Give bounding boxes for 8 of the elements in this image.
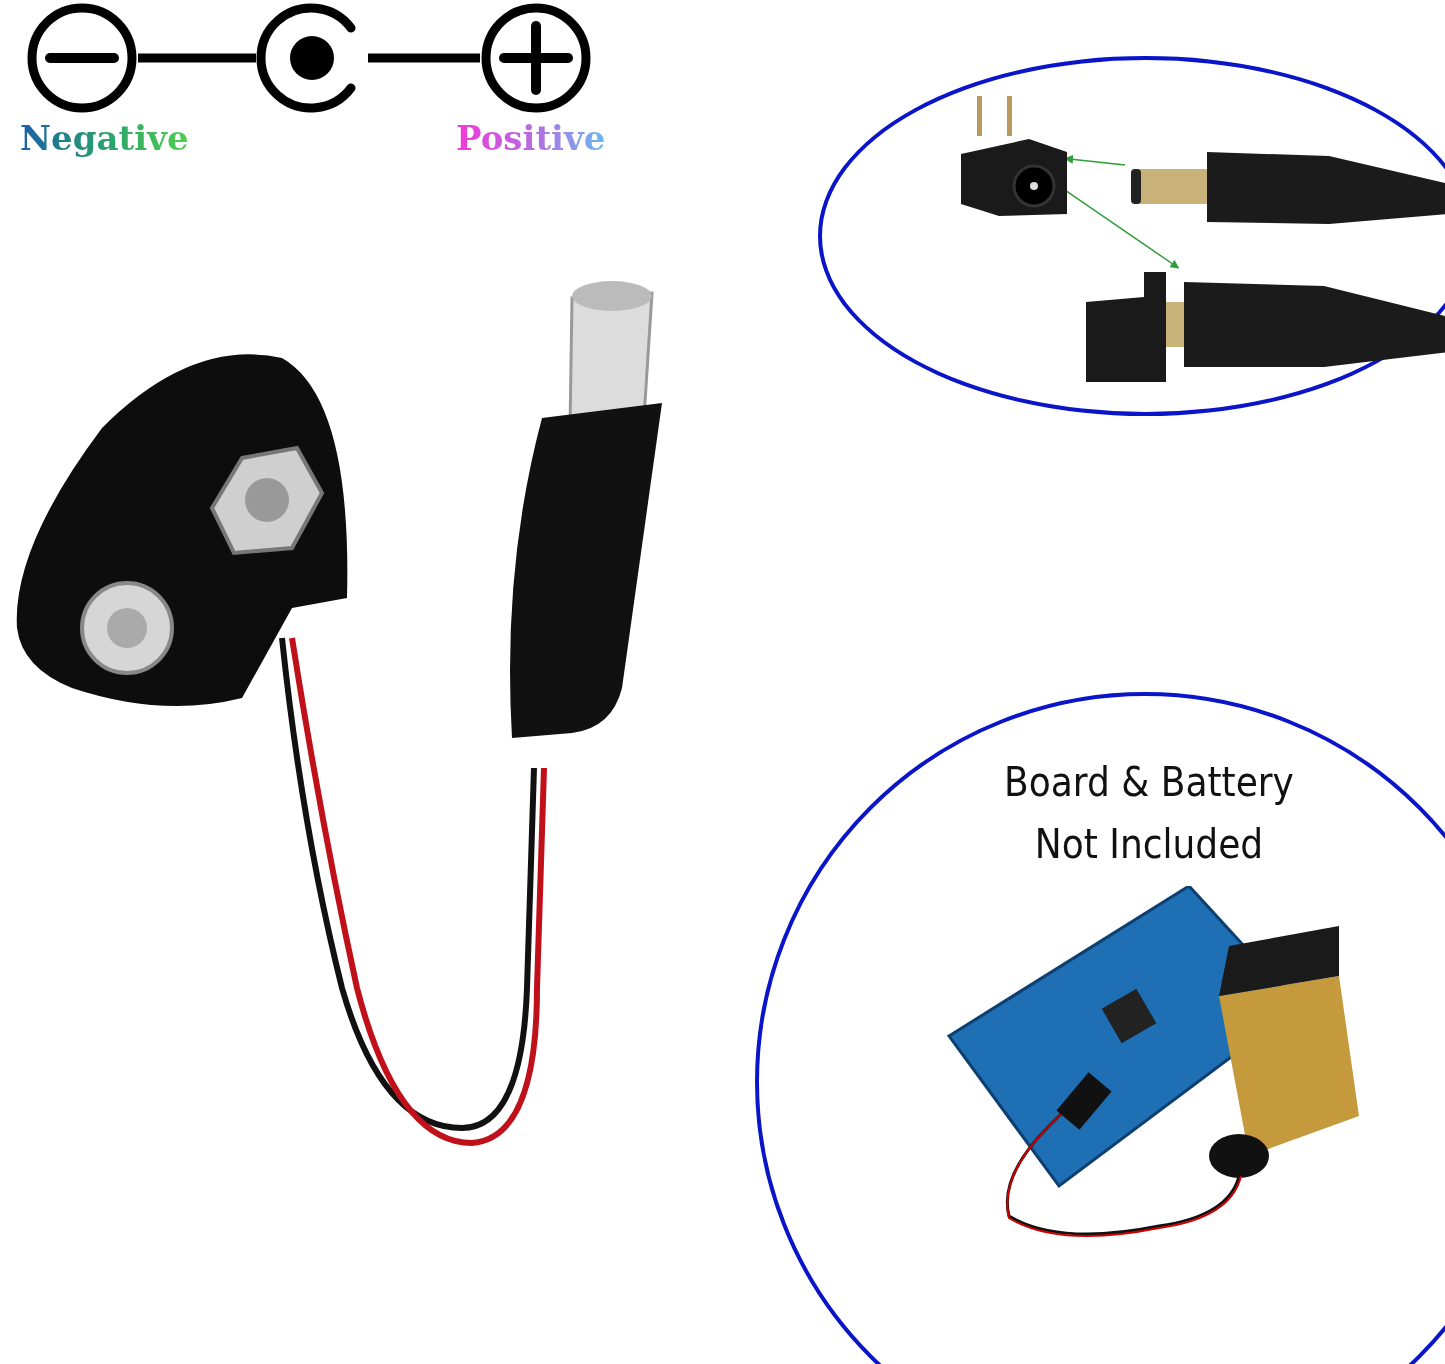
inset-ellipse <box>818 56 1445 416</box>
inset-circle <box>755 692 1445 1364</box>
positive-terminal-symbol <box>480 2 592 114</box>
connecting-line <box>368 53 480 63</box>
connecting-line <box>138 53 256 63</box>
note-text: Board & Battery Not Included <box>1003 758 1295 869</box>
dc-jack-drawing <box>959 94 1069 219</box>
negative-terminal-symbol <box>26 2 138 114</box>
